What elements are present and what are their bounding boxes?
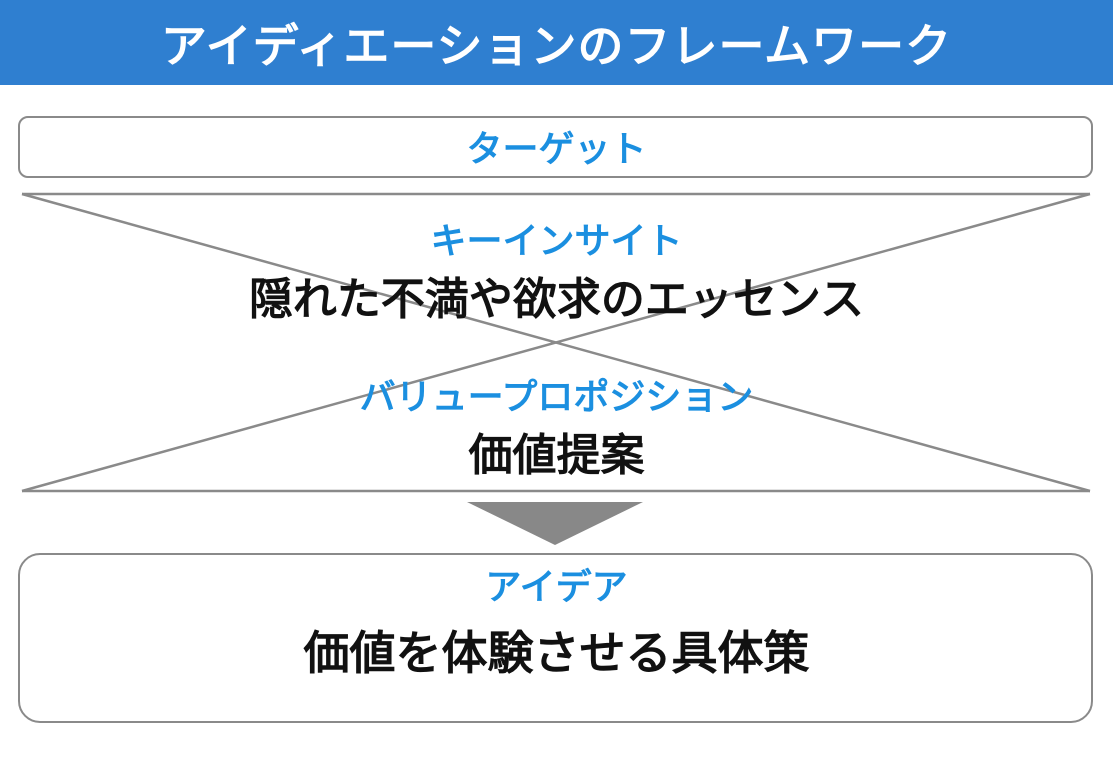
idea-label: アイデア bbox=[485, 567, 628, 608]
target-box bbox=[18, 116, 1093, 178]
value-proposition-label: バリュープロポジション bbox=[359, 377, 754, 418]
page-title: アイディエーションのフレームワーク bbox=[160, 18, 953, 73]
key-insight-label: キーインサイト bbox=[430, 221, 683, 262]
idea-description: 価値を体験させる具体策 bbox=[303, 626, 810, 680]
down-arrow-icon bbox=[467, 502, 643, 545]
key-insight-description: 隠れた不満や欲求のエッセンス bbox=[248, 274, 865, 325]
value-proposition-description: 価値提案 bbox=[468, 430, 645, 481]
idea-box bbox=[18, 553, 1093, 723]
target-label: ターゲット bbox=[466, 129, 647, 170]
hourglass-diagonal-up bbox=[21, 192, 1091, 493]
title-banner: アイディエーションのフレームワーク bbox=[0, 0, 1113, 85]
